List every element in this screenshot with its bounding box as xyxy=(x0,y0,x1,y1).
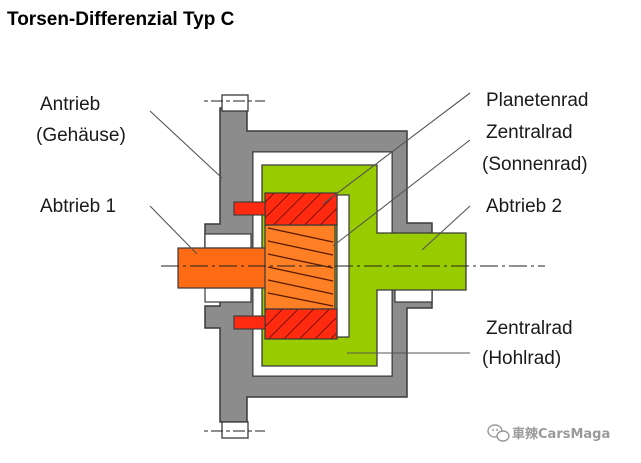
sun-gear xyxy=(264,224,336,310)
label-abtrieb-1: Abtrieb 1 xyxy=(40,196,116,217)
label-hohlrad: (Hohlrad) xyxy=(482,348,561,369)
watermark: 車辣CarsMaga xyxy=(487,424,610,442)
planet-gear-lower xyxy=(264,308,338,340)
planet-pin-upper xyxy=(233,201,266,216)
bearing-left-bottom xyxy=(204,287,252,303)
label-sonnenrad: (Sonnenrad) xyxy=(482,154,588,175)
label-planetenrad: Planetenrad xyxy=(486,90,588,111)
sun-gear-helix xyxy=(267,227,334,307)
housing-bottom-cap xyxy=(221,421,249,439)
label-gehaeuse: (Gehäuse) xyxy=(36,125,126,146)
output-shaft-1 xyxy=(177,247,271,289)
wechat-icon xyxy=(487,424,510,442)
leader-lines xyxy=(149,92,471,354)
bearing-left-top xyxy=(204,233,252,249)
label-antrieb: Antrieb xyxy=(40,94,100,115)
label-zentralrad-sonne: Zentralrad xyxy=(486,122,573,143)
watermark-text: 車辣CarsMaga xyxy=(512,426,610,442)
planet-pin-lower xyxy=(233,315,266,330)
diagram-title: Torsen-Differenzial Typ C xyxy=(7,9,235,30)
housing-top-cap xyxy=(221,94,249,112)
axis-lines xyxy=(161,100,545,432)
planet-gear-upper xyxy=(264,192,338,226)
label-abtrieb-2: Abtrieb 2 xyxy=(486,196,562,217)
label-zentralrad-hohl: Zentralrad xyxy=(486,318,573,339)
